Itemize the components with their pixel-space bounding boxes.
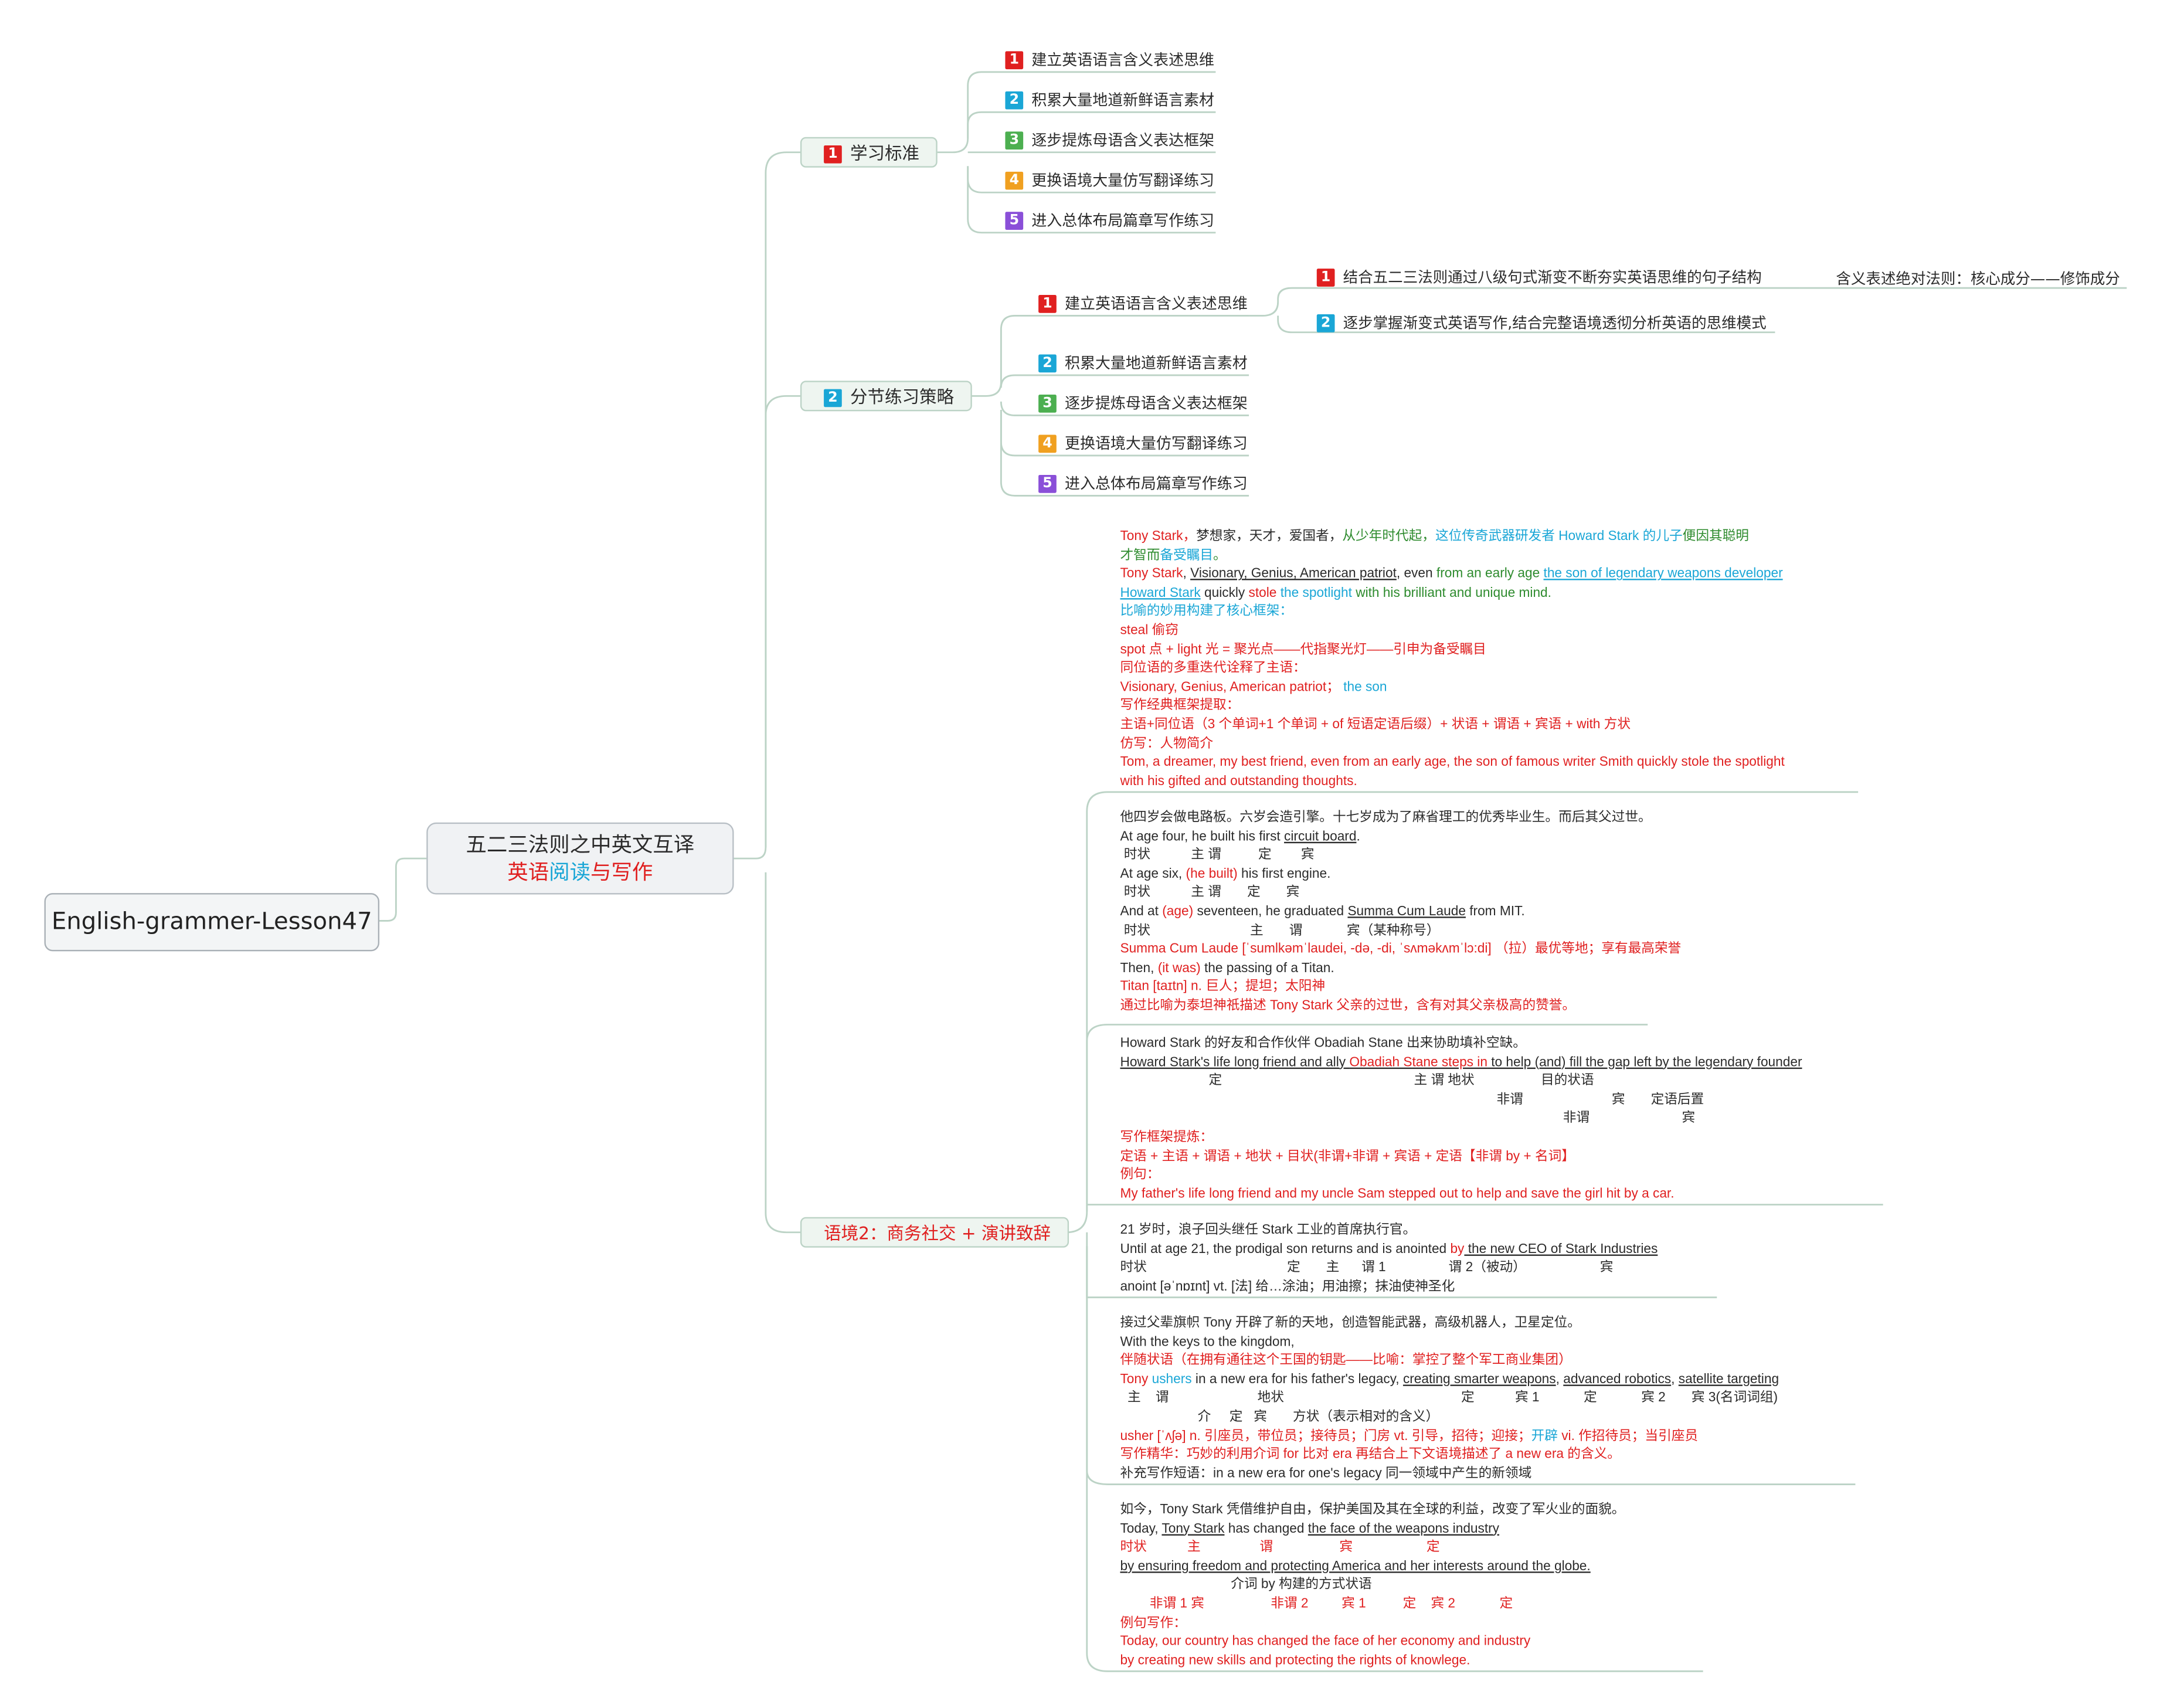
priority-1-icon: 1 [1038, 295, 1057, 313]
note-block-2[interactable]: 他四岁会做电路板。六岁会造引擎。十七岁成为了麻省理工的优秀毕业生。而后其父过世。… [1120, 809, 1681, 1016]
priority-2-icon: 2 [824, 389, 842, 408]
main-subtitle: 英语阅读与写作 [428, 858, 733, 886]
root-title: English-grammer-Lesson47 [52, 908, 372, 936]
priority-1-icon: 1 [1005, 51, 1023, 69]
branch-learning-standard[interactable]: 1 学习标准 [800, 137, 938, 168]
note-block-5[interactable]: 接过父辈旗帜 Tony 开辟了新的天地，创造智能武器，高级机器人，卫星定位。 W… [1120, 1314, 1779, 1483]
list-item[interactable]: 2积累大量地道新鲜语言素材 [1038, 352, 1248, 377]
priority-2-icon: 2 [1317, 314, 1335, 332]
priority-5-icon: 5 [1038, 475, 1057, 493]
list-item[interactable]: 1建立英语语言含义表述思维 [1005, 49, 1214, 74]
priority-2-icon: 2 [1038, 355, 1057, 373]
note-block-1[interactable]: Tony Stark，梦想家，天才，爱国者，从少年时代起，这位传奇武器研发者 H… [1120, 528, 1784, 791]
list-item[interactable]: 1结合五二三法则通过八级句式渐变不断夯实英语思维的句子结构 [1317, 266, 1762, 291]
priority-4-icon: 4 [1005, 172, 1023, 190]
note-block-6[interactable]: 如今，Tony Stark 凭借维护自由，保护美国及其在全球的利益，改变了军火业… [1120, 1501, 1625, 1670]
branch-context-2[interactable]: 语境2：商务社交 + 演讲致辞 [800, 1217, 1069, 1248]
list-item[interactable]: 4更换语境大量仿写翻译练习 [1005, 169, 1214, 194]
branch-practice-strategy[interactable]: 2 分节练习策略 [800, 381, 972, 411]
main-title: 五二三法则之中英文互译 [428, 831, 733, 858]
list-item[interactable]: 4更换语境大量仿写翻译练习 [1038, 432, 1248, 457]
main-topic[interactable]: 五二三法则之中英文互译 英语阅读与写作 [426, 823, 733, 895]
priority-2-icon: 2 [1005, 91, 1023, 110]
priority-4-icon: 4 [1038, 435, 1057, 453]
priority-5-icon: 5 [1005, 212, 1023, 230]
priority-1-icon: 1 [1317, 269, 1335, 287]
priority-1-icon: 1 [824, 145, 842, 164]
branch-label: 语境2：商务社交 + 演讲致辞 [824, 1223, 1051, 1243]
list-item[interactable]: 1建立英语语言含义表述思维 [1038, 292, 1248, 317]
root-topic[interactable]: English-grammer-Lesson47 [45, 893, 379, 951]
list-item[interactable]: 5进入总体布局篇章写作练习 [1038, 472, 1248, 497]
list-item[interactable]: 2逐步掌握渐变式英语写作,结合完整语境透彻分析英语的思维模式 [1317, 311, 1767, 337]
priority-3-icon: 3 [1005, 131, 1023, 150]
list-item[interactable]: 3逐步提炼母语含义表达框架 [1005, 129, 1214, 154]
branch-label: 分节练习策略 [850, 386, 954, 407]
side-note[interactable]: 含义表述绝对法则：核心成分——修饰成分 [1836, 267, 2120, 293]
list-item[interactable]: 5进入总体布局篇章写作练习 [1005, 209, 1214, 235]
list-item[interactable]: 3逐步提炼母语含义表达框架 [1038, 392, 1248, 417]
list-item[interactable]: 2积累大量地道新鲜语言素材 [1005, 89, 1214, 114]
priority-3-icon: 3 [1038, 395, 1057, 413]
branch-label: 学习标准 [850, 142, 919, 163]
note-block-3[interactable]: Howard Stark 的好友和合作伙伴 Obadiah Stane 出来协助… [1120, 1034, 1802, 1204]
note-block-4[interactable]: 21 岁时，浪子回头继任 Stark 工业的首席执行官。 Until at ag… [1120, 1221, 1658, 1296]
